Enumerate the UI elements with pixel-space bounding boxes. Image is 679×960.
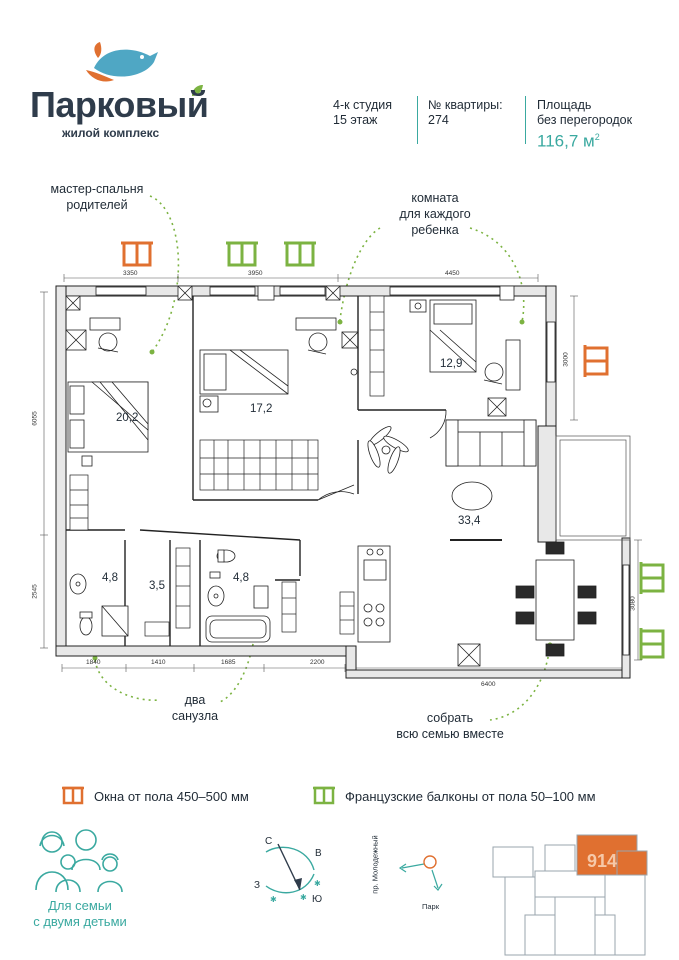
- window-icon: [62, 786, 84, 805]
- dim-left-1: 6055: [31, 411, 39, 426]
- area-label-1: Площадь: [537, 98, 592, 112]
- compass-east: В: [315, 848, 322, 859]
- svg-text:✱: ✱: [300, 893, 307, 902]
- svg-text:✱: ✱: [270, 895, 277, 904]
- compass-north: С: [265, 836, 273, 847]
- site-plan: 914: [492, 834, 648, 956]
- room-area-master-bedroom: 20,2: [116, 412, 139, 424]
- area-label-2: без перегородок: [537, 113, 633, 127]
- room-area-middle-bedroom: 17,2: [250, 403, 273, 415]
- balcony-icon: [639, 628, 665, 660]
- window-icon: [121, 241, 153, 267]
- dim-top-3: 4450: [445, 270, 460, 277]
- svg-text:✱: ✱: [314, 879, 321, 888]
- park-label: Парк: [422, 902, 440, 911]
- building-number: 914: [587, 851, 617, 871]
- location-arrows: [398, 855, 443, 891]
- bird-icon: [86, 42, 158, 82]
- room-area-bathroom-1: 4,8: [102, 572, 118, 584]
- dim-bottom-4: 2200: [310, 659, 325, 666]
- dim-bottom-1: 1840: [86, 659, 101, 666]
- logo-name: Парковый: [30, 84, 209, 125]
- dim-bottom-2: 1410: [151, 659, 166, 666]
- balcony-icon: [284, 241, 316, 267]
- logo-subtitle: жилой комплекс: [62, 126, 160, 140]
- dim-bottom-5: 6400: [481, 681, 496, 688]
- dim-top-2: 3950: [248, 270, 263, 277]
- room-area-hall: 3,5: [149, 580, 165, 592]
- dim-bottom-3: 1685: [221, 659, 236, 666]
- area-value: 116,7 м2: [537, 131, 600, 151]
- apartment-type-label: 4-к студия: [333, 98, 393, 112]
- kids-room-note: комната для каждого ребенка: [399, 191, 471, 237]
- apartment-type: 4-к студия 15 этаж: [333, 98, 392, 128]
- legend-balconies: Французские балконы от пола 50–100 мм: [345, 789, 596, 804]
- compass-west: З: [254, 880, 261, 891]
- balcony-icon: [639, 562, 665, 594]
- master-bedroom-note: мастер-спальня родителей: [50, 182, 144, 212]
- family-icon: [35, 829, 123, 893]
- balcony-icon: [313, 786, 335, 805]
- bathrooms-note: два санузла: [171, 693, 219, 723]
- divider: [417, 96, 418, 144]
- dim-right-1: 3000: [562, 352, 570, 367]
- balcony-icon: [226, 241, 258, 267]
- logo: Парковый жилой комплекс: [0, 0, 240, 150]
- room-area-right-bedroom: 12,9: [440, 358, 463, 370]
- family-caption: Для семьи с двумя детьми: [33, 898, 127, 929]
- apartment-area: Площадь без перегородок 116,7 м2: [537, 98, 633, 151]
- room-area-bathroom-2: 4,8: [233, 572, 249, 584]
- window-icon: [583, 345, 609, 377]
- room-area-living: 33,4: [458, 515, 481, 527]
- floor-label: 15 этаж: [333, 113, 378, 127]
- floor-plan: [40, 195, 642, 721]
- dim-top-1: 3350: [123, 270, 138, 277]
- street-label: пр. Молодежный: [370, 835, 380, 894]
- dim-right-2: 3080: [629, 596, 637, 611]
- dim-left-2: 2545: [31, 584, 39, 599]
- compass-icon: ✱ ✱ ✱: [265, 843, 321, 904]
- apartment-number-value: 274: [428, 113, 449, 127]
- compass-south: Ю: [312, 894, 323, 905]
- legend-windows: Окна от пола 450–500 мм: [94, 789, 249, 804]
- leaf-icon: [192, 85, 203, 96]
- apartment-number: № квартиры: 274: [428, 98, 503, 128]
- apartment-number-label: № квартиры:: [428, 98, 503, 112]
- divider: [525, 96, 526, 144]
- family-note: собрать всю семью вместе: [396, 711, 504, 741]
